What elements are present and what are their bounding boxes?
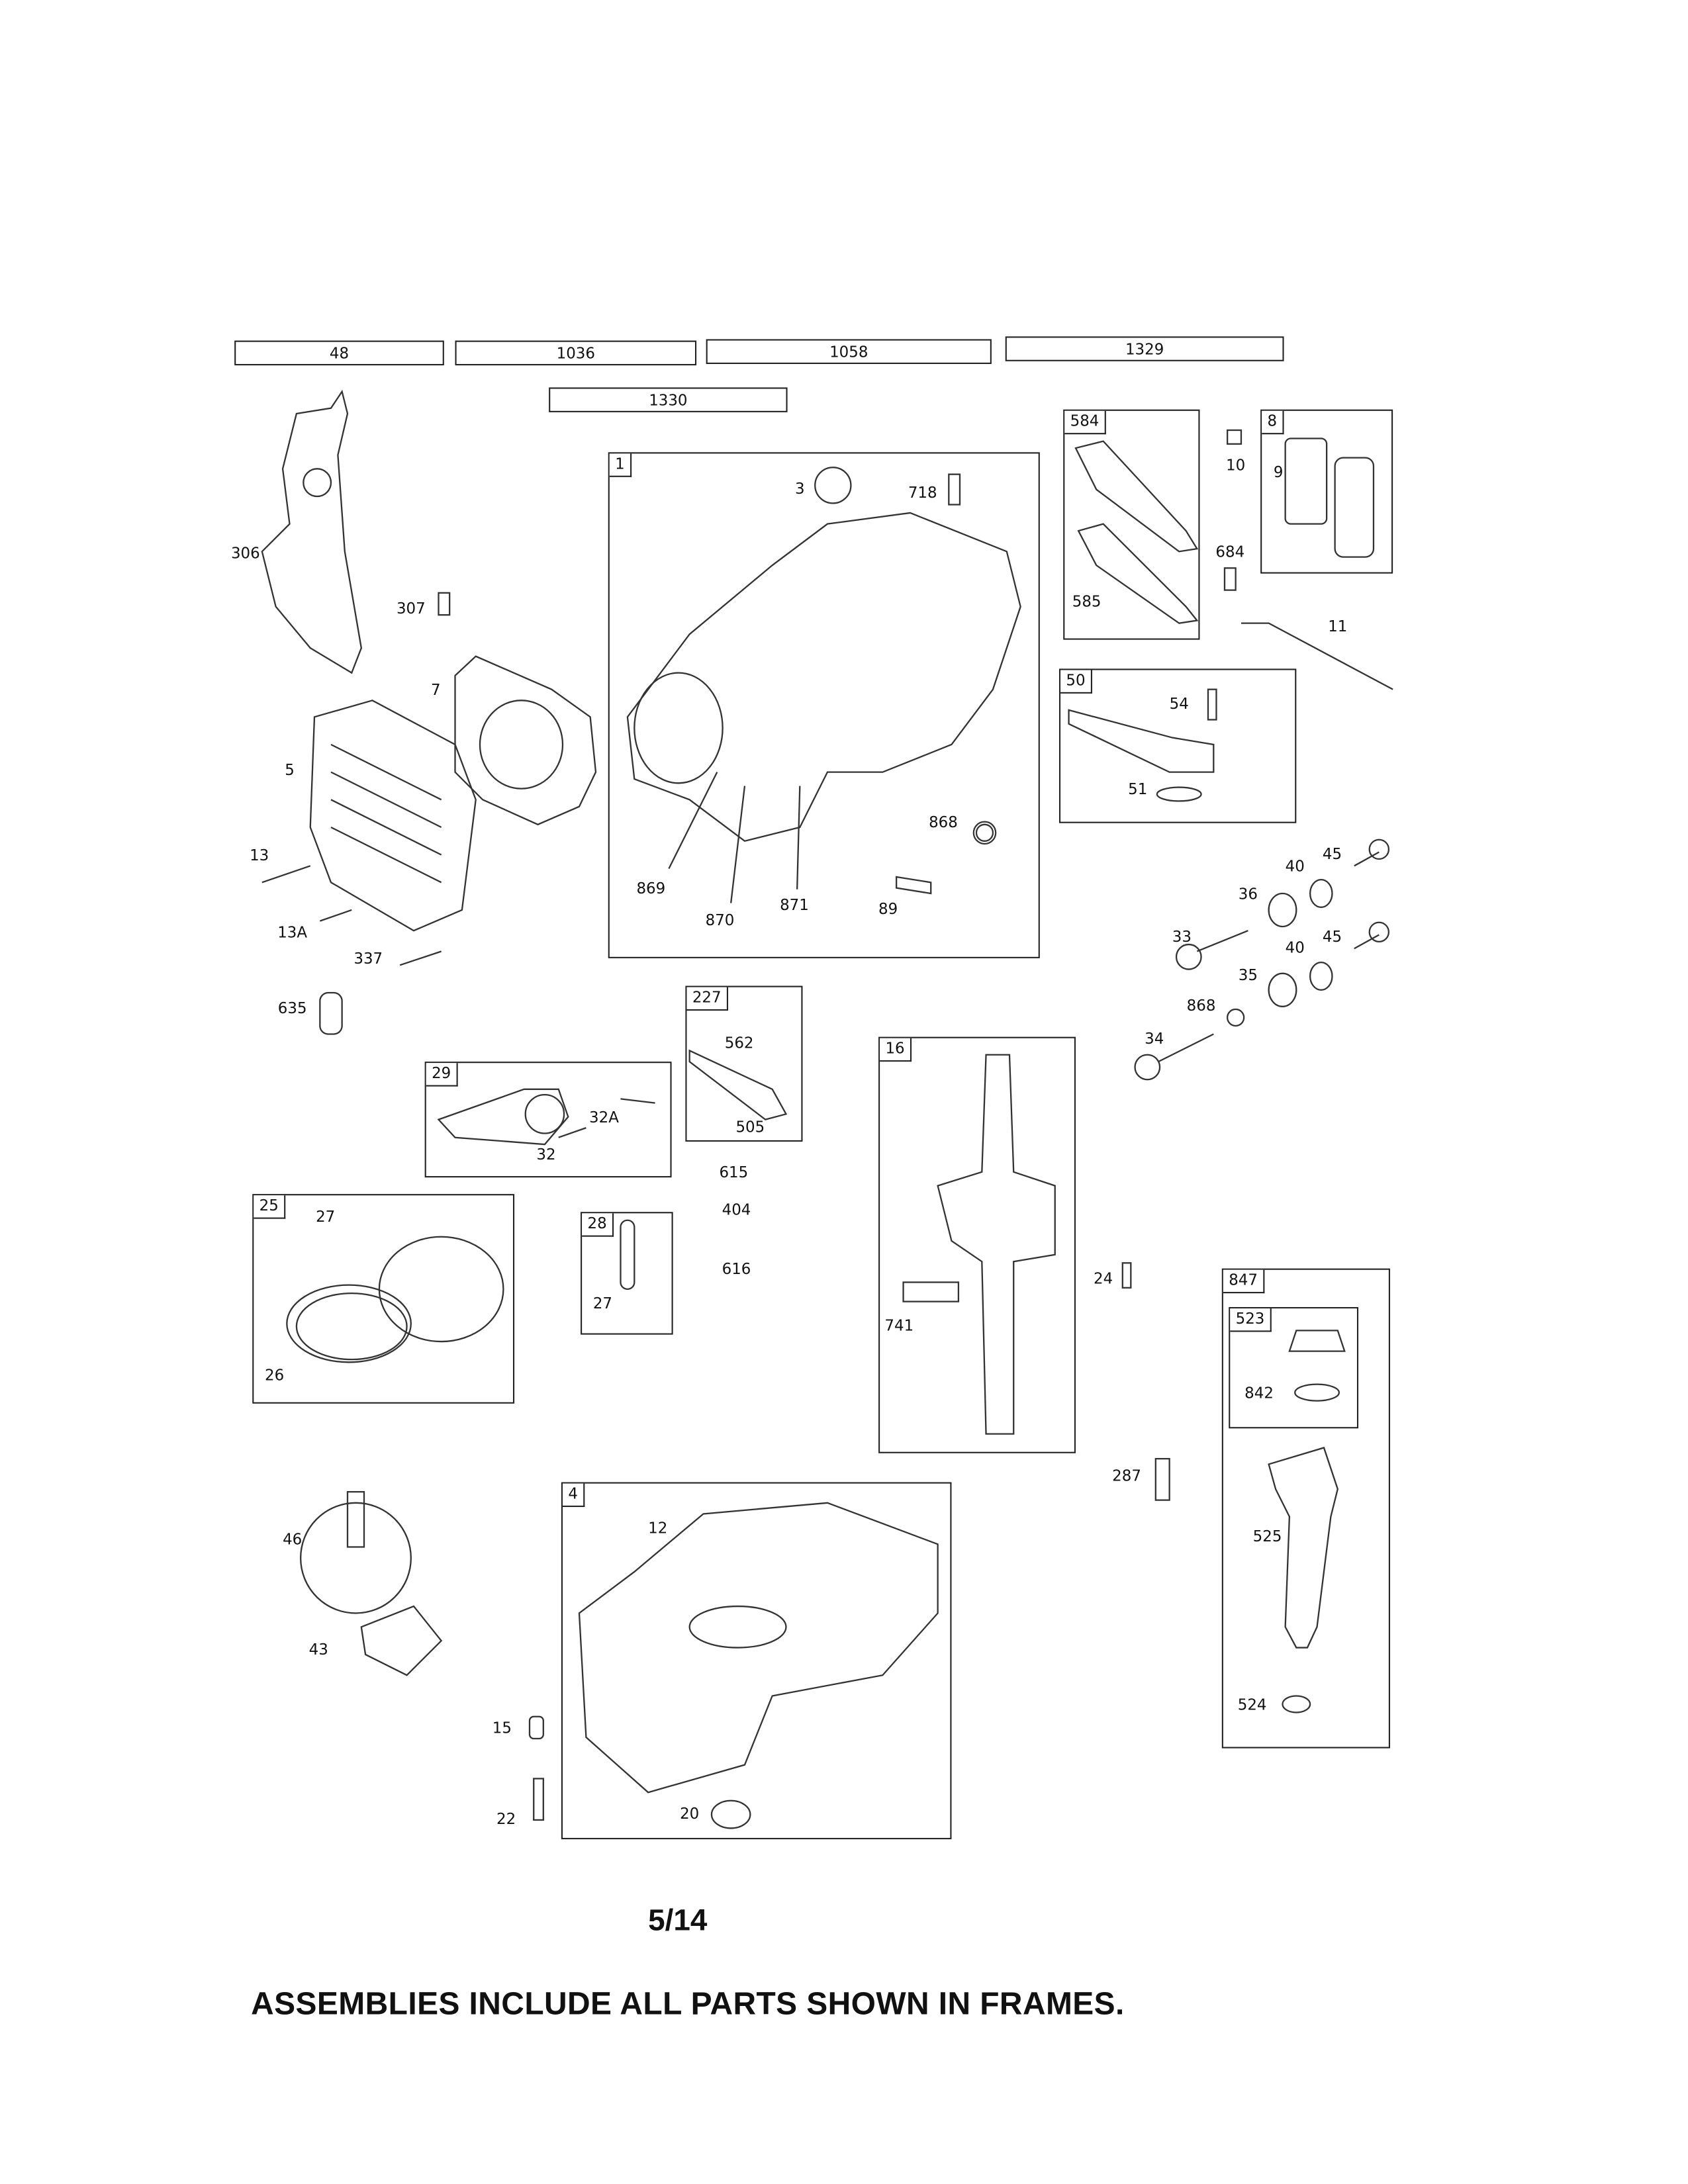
- frame-1: 1: [608, 452, 1040, 958]
- frame-50: 50: [1058, 668, 1297, 823]
- callout-615[interactable]: 615: [719, 1163, 749, 1182]
- callout-40[interactable]: 40: [1285, 938, 1305, 957]
- assembly-box-1329[interactable]: 1329: [1005, 336, 1284, 361]
- head-gasket-part: [454, 655, 597, 826]
- frame-tag[interactable]: 584: [1064, 410, 1106, 435]
- callout-7[interactable]: 7: [431, 681, 441, 700]
- callout-9[interactable]: 9: [1273, 463, 1284, 482]
- cylinder-head-part: [309, 700, 477, 932]
- callout-525[interactable]: 525: [1252, 1527, 1282, 1546]
- frame-tag[interactable]: 50: [1060, 670, 1092, 694]
- callout-33[interactable]: 33: [1172, 928, 1192, 946]
- frame-tag[interactable]: 227: [686, 987, 728, 1011]
- callout-741[interactable]: 741: [884, 1316, 914, 1335]
- callout-5[interactable]: 5: [285, 760, 295, 780]
- callout-616[interactable]: 616: [722, 1260, 751, 1279]
- callout-307[interactable]: 307: [396, 600, 426, 618]
- callout-36[interactable]: 36: [1238, 885, 1258, 903]
- cam-gear-part: [300, 1502, 412, 1614]
- callout-3[interactable]: 3: [795, 479, 805, 498]
- callout-13[interactable]: 13: [250, 846, 269, 865]
- frame-tag[interactable]: 1: [609, 453, 632, 477]
- callout-45[interactable]: 45: [1322, 845, 1342, 864]
- callout-10[interactable]: 10: [1226, 456, 1246, 475]
- frame-584: 584: [1063, 409, 1200, 640]
- sump-part: [578, 1502, 939, 1794]
- callout-869[interactable]: 869: [636, 880, 666, 898]
- callout-718[interactable]: 718: [908, 484, 937, 502]
- callout-12[interactable]: 12: [648, 1519, 668, 1537]
- frame-tag[interactable]: 28: [582, 1213, 614, 1237]
- callout-842[interactable]: 842: [1244, 1384, 1274, 1402]
- frame-tag[interactable]: 523: [1230, 1308, 1272, 1332]
- callout-43[interactable]: 43: [308, 1641, 328, 1659]
- callout-89[interactable]: 89: [878, 900, 898, 919]
- crankshaft-part: [937, 1054, 1056, 1435]
- assembly-box-1330[interactable]: 1330: [549, 387, 788, 412]
- callout-337[interactable]: 337: [353, 950, 383, 968]
- frame-tag[interactable]: 25: [254, 1195, 286, 1219]
- callout-15[interactable]: 15: [492, 1719, 512, 1737]
- callout-868[interactable]: 868: [1186, 997, 1216, 1015]
- callout-287[interactable]: 287: [1112, 1467, 1141, 1485]
- frame-523: 523: [1229, 1306, 1359, 1429]
- callout-27[interactable]: 27: [592, 1295, 612, 1313]
- callout-46[interactable]: 46: [283, 1530, 303, 1549]
- callout-871[interactable]: 871: [780, 896, 809, 915]
- frame-tag[interactable]: 4: [562, 1483, 585, 1508]
- callout-635[interactable]: 635: [277, 999, 307, 1018]
- callout-13a[interactable]: 13A: [277, 923, 308, 942]
- callout-306[interactable]: 306: [230, 544, 260, 563]
- frame-4: 4: [561, 1482, 952, 1840]
- callout-562[interactable]: 562: [724, 1034, 754, 1052]
- frame-8: 8: [1260, 409, 1393, 574]
- callout-40[interactable]: 40: [1285, 857, 1305, 876]
- callout-11[interactable]: 11: [1328, 617, 1348, 636]
- frame-16: 16: [878, 1036, 1076, 1453]
- dipstick-tube-part: [1268, 1447, 1338, 1649]
- connecting-rod-part: [437, 1088, 569, 1146]
- callout-684[interactable]: 684: [1215, 543, 1245, 561]
- frame-847: 847: [1221, 1268, 1390, 1749]
- frame-29: 29: [424, 1062, 672, 1178]
- frame-tag[interactable]: 29: [426, 1063, 458, 1087]
- callout-35[interactable]: 35: [1238, 966, 1258, 985]
- callout-22[interactable]: 22: [496, 1810, 516, 1829]
- callout-868[interactable]: 868: [929, 813, 958, 832]
- callout-34[interactable]: 34: [1145, 1030, 1164, 1048]
- callout-524[interactable]: 524: [1237, 1696, 1267, 1714]
- callout-27[interactable]: 27: [316, 1207, 336, 1226]
- callout-45[interactable]: 45: [1322, 928, 1342, 946]
- frame-tag[interactable]: 847: [1223, 1269, 1265, 1294]
- frame-tag[interactable]: 16: [880, 1038, 912, 1062]
- footer-note: ASSEMBLIES INCLUDE ALL PARTS SHOWN IN FR…: [251, 1985, 1125, 2022]
- callout-404[interactable]: 404: [722, 1201, 751, 1219]
- cylinder-block-part: [626, 512, 1021, 842]
- frame-227: 227: [685, 985, 803, 1142]
- heat-shield-part: [261, 389, 363, 674]
- assembly-box-1058[interactable]: 1058: [706, 339, 992, 364]
- callout-870[interactable]: 870: [705, 911, 735, 930]
- callout-585[interactable]: 585: [1072, 592, 1102, 611]
- callout-505[interactable]: 505: [735, 1118, 765, 1136]
- callout-32[interactable]: 32: [536, 1146, 556, 1164]
- callout-26[interactable]: 26: [264, 1366, 285, 1385]
- frame-tag[interactable]: 8: [1262, 410, 1284, 435]
- callout-51[interactable]: 51: [1128, 780, 1148, 799]
- callout-32a[interactable]: 32A: [589, 1108, 619, 1127]
- frame-25: 25: [252, 1194, 515, 1404]
- callout-20[interactable]: 20: [680, 1805, 700, 1823]
- piston-part: [378, 1236, 504, 1343]
- frame-28: 28: [581, 1212, 673, 1335]
- callout-54[interactable]: 54: [1169, 694, 1189, 713]
- page-number: 5/14: [648, 1902, 708, 1938]
- bolt-part: [438, 592, 451, 616]
- callout-24[interactable]: 24: [1094, 1269, 1113, 1288]
- assembly-box-1036[interactable]: 1036: [455, 340, 697, 366]
- assembly-box-48[interactable]: 48: [234, 340, 444, 366]
